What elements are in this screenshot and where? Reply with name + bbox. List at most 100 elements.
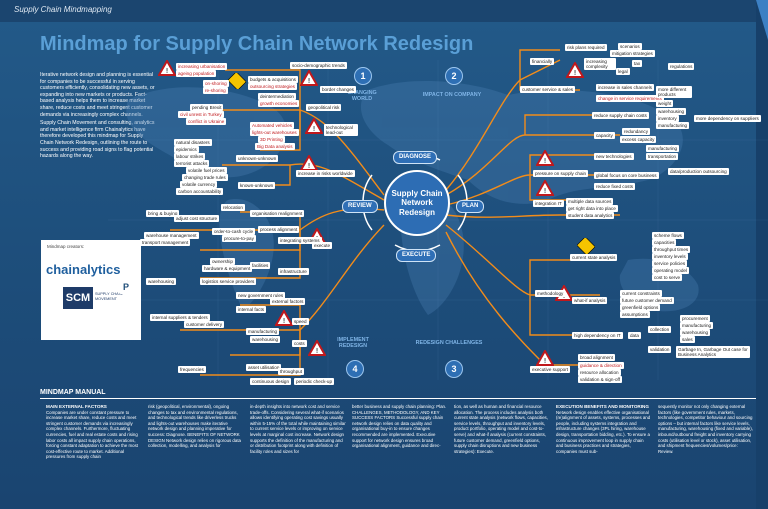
node: logistics service providers bbox=[200, 278, 257, 285]
page-title: Mindmap for Supply Chain Network Redesig… bbox=[40, 33, 474, 55]
header-label: Supply Chain Mindmapping bbox=[14, 5, 112, 14]
node: scenarios bbox=[618, 43, 642, 50]
node: service policies bbox=[652, 260, 688, 267]
node: reduce supply chain costs bbox=[592, 112, 649, 119]
node: on-shoring bbox=[203, 80, 229, 87]
node: volatile currency bbox=[180, 181, 218, 188]
chainalytics-logo: chainalytics bbox=[46, 262, 121, 277]
node: change in service requirements bbox=[596, 95, 664, 102]
node: collection bbox=[648, 326, 672, 333]
node: data bbox=[628, 332, 641, 339]
node: excess capacity bbox=[620, 136, 657, 143]
warning-sign-icon: ! bbox=[300, 70, 318, 86]
svg-text:!: ! bbox=[308, 162, 311, 170]
phase-2-label: IMPACT ON COMPANY bbox=[422, 92, 482, 98]
node: integration IT bbox=[533, 200, 564, 207]
node: deintermediation bbox=[258, 93, 296, 100]
node: resource allocation bbox=[578, 369, 621, 376]
node: risk plans required bbox=[565, 44, 607, 51]
node: speed bbox=[292, 318, 309, 325]
warning-sign-icon: ! bbox=[275, 310, 293, 326]
page-corner-accent bbox=[756, 0, 768, 40]
node: pressure on supply chain bbox=[533, 170, 589, 177]
cycle-execute: EXECUTE bbox=[396, 249, 437, 262]
node: ownership bbox=[210, 258, 235, 265]
node: throughput bbox=[278, 368, 304, 375]
node: global focus on core business bbox=[594, 172, 659, 179]
manual-column-heading: MAIN EXTERNAL FACTORS bbox=[46, 404, 107, 409]
node: conflict in Ukraine bbox=[186, 118, 227, 125]
node: increase in risks worldwide bbox=[296, 170, 355, 177]
node: known-unknown bbox=[238, 182, 276, 189]
phase-3-label: REDESIGN CHALLENGES bbox=[415, 340, 483, 346]
intro-text: Iterative network design and planning is… bbox=[40, 72, 158, 162]
node: guidance & direction bbox=[578, 362, 624, 369]
node: asset utilisation bbox=[246, 364, 282, 371]
node: customer delivery bbox=[184, 321, 224, 328]
node: broad alignment bbox=[578, 354, 615, 361]
node: continuous design bbox=[250, 378, 292, 385]
manual-column: better business and supply chain plannin… bbox=[352, 404, 448, 449]
manual-column-text: sequently monitor not only changing exte… bbox=[658, 404, 753, 454]
node: future customer demand bbox=[620, 297, 674, 304]
manual-column-text: risk (geopolitical, environmental), ongo… bbox=[148, 404, 241, 449]
node: sales bbox=[680, 336, 695, 343]
intro-paragraph: Supply Chain Movement and consulting, an… bbox=[40, 120, 155, 160]
scm-logo-subtitle: SUPPLY CHAIN MOVEMENT bbox=[95, 292, 123, 301]
warning-sign-icon: ! bbox=[536, 350, 554, 366]
svg-text:!: ! bbox=[166, 67, 169, 75]
node: current state analysis bbox=[570, 254, 618, 261]
node: growth economies bbox=[258, 100, 300, 107]
center-node: Supply Chain Network Redesign bbox=[384, 170, 450, 236]
node: integrating systems bbox=[278, 237, 322, 244]
node: tax bbox=[632, 60, 643, 67]
node: labour strikes bbox=[174, 153, 206, 160]
manual-column-text: better business and supply chain plannin… bbox=[352, 404, 447, 449]
node: process alignment bbox=[258, 226, 300, 233]
node: warehousing bbox=[146, 278, 177, 285]
node: carbon accountability bbox=[176, 188, 224, 195]
node: scheme flows bbox=[652, 232, 684, 239]
scm-logo: SCM bbox=[63, 287, 93, 309]
node: what-if analysis bbox=[572, 297, 608, 304]
node: inventory levels bbox=[652, 253, 688, 260]
manual-column-text: in-depth insights into network cost and … bbox=[250, 404, 346, 454]
node: regulations bbox=[668, 63, 695, 70]
manual-column: sequently monitor not only changing exte… bbox=[658, 404, 754, 454]
node: data/production outsourcing bbox=[668, 168, 729, 175]
node: natural disasters bbox=[174, 139, 212, 146]
node: order-to-cash cycle bbox=[212, 228, 256, 235]
node: more dependency on suppliers bbox=[694, 115, 761, 122]
node: procure-to-pay bbox=[222, 235, 256, 242]
manual-column: tion, as well as human and financial res… bbox=[454, 404, 550, 454]
svg-text:!: ! bbox=[544, 187, 547, 195]
node: mitigation strategies bbox=[610, 50, 655, 57]
node: inventory bbox=[656, 115, 679, 122]
node: ageing population bbox=[176, 70, 217, 77]
node: facilities bbox=[250, 262, 271, 269]
node: reduce fixed costs bbox=[594, 183, 636, 190]
node: internal facts bbox=[236, 306, 267, 313]
svg-text:!: ! bbox=[283, 317, 286, 325]
warning-sign-icon: ! bbox=[536, 150, 554, 166]
node: validation & sign-off bbox=[578, 376, 623, 383]
node: Big Data analysis bbox=[255, 143, 295, 150]
node: re-shoring bbox=[203, 87, 228, 94]
phase-2-marker: 2 bbox=[445, 67, 463, 85]
node: organisation realignment bbox=[250, 210, 305, 217]
node: greenfield options bbox=[620, 304, 661, 311]
node: increase in sales channels bbox=[596, 84, 654, 91]
node: hardware & equipment bbox=[202, 265, 253, 272]
cycle-diagnose: DIAGNOSE bbox=[393, 151, 438, 164]
svg-text:!: ! bbox=[574, 69, 577, 77]
node: customer service & sales bbox=[520, 86, 576, 93]
node: weight bbox=[656, 100, 674, 107]
node: executive support bbox=[530, 366, 571, 373]
node: redundancy bbox=[622, 128, 651, 135]
node: changing trade rules bbox=[182, 174, 228, 181]
node: socio-demographic trends bbox=[290, 62, 347, 69]
parking-sign-icon: P bbox=[119, 280, 133, 294]
node: geopolitical risk bbox=[306, 104, 342, 111]
